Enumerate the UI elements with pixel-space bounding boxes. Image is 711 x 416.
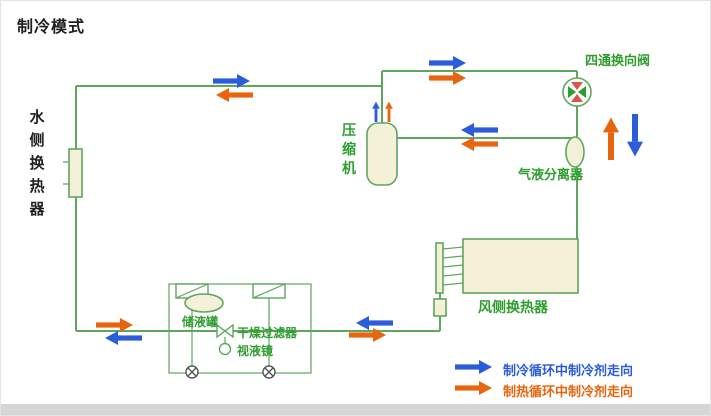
drier-filter-label: 干燥过滤器 [237, 326, 298, 340]
page-title: 制冷模式 [17, 19, 86, 36]
legend-heating-arrow [455, 381, 492, 395]
heating-flow-arrow [385, 101, 393, 122]
legend-heating-label: 制热循环中制冷剂走向 [503, 384, 634, 399]
cooling-flow-arrow [429, 56, 466, 70]
component-box [168, 283, 312, 379]
cooling-flow-arrow [105, 331, 142, 345]
shutoff-valve-icon [262, 365, 276, 379]
compressor-symbol [366, 122, 398, 186]
heating-flow-arrow [96, 318, 133, 332]
compressor-label: 压缩机 [342, 122, 356, 176]
water-hx-label: 水侧换热器 [29, 109, 45, 218]
receiver-label: 储液罐 [182, 315, 219, 329]
sight-glass-symbol [218, 337, 232, 356]
damper-icon [252, 283, 286, 299]
legend-cooling-arrow [455, 360, 492, 374]
cooling-flow-arrow [461, 123, 498, 137]
flow-arrows [96, 56, 644, 395]
footer-divider-bar [1, 404, 710, 415]
heating-flow-arrow [216, 88, 253, 102]
shutoff-valve-icon [185, 365, 199, 379]
heating-flow-arrow [602, 117, 620, 160]
air-hx-symbol [433, 238, 579, 317]
four-way-valve-label: 四通换向阀 [585, 53, 651, 68]
heating-flow-arrow [461, 137, 498, 151]
four-way-valve-symbol [562, 77, 592, 107]
filter-symbol [216, 323, 234, 339]
air-hx-label: 风侧换热器 [478, 299, 548, 315]
sight-glass-label: 视液镜 [237, 344, 274, 358]
pipes [75, 70, 578, 332]
legend-cooling-label: 制冷循环中制冷剂走向 [503, 363, 634, 378]
receiver-symbol [184, 293, 224, 313]
cooling-flow-arrow [626, 114, 644, 157]
separator-label: 气液分离器 [518, 167, 584, 182]
water-hx-symbol [63, 148, 83, 198]
cooling-flow-arrow [372, 101, 380, 122]
separator-symbol [565, 136, 585, 168]
heating-flow-arrow [429, 71, 466, 85]
cooling-flow-arrow [356, 316, 393, 330]
